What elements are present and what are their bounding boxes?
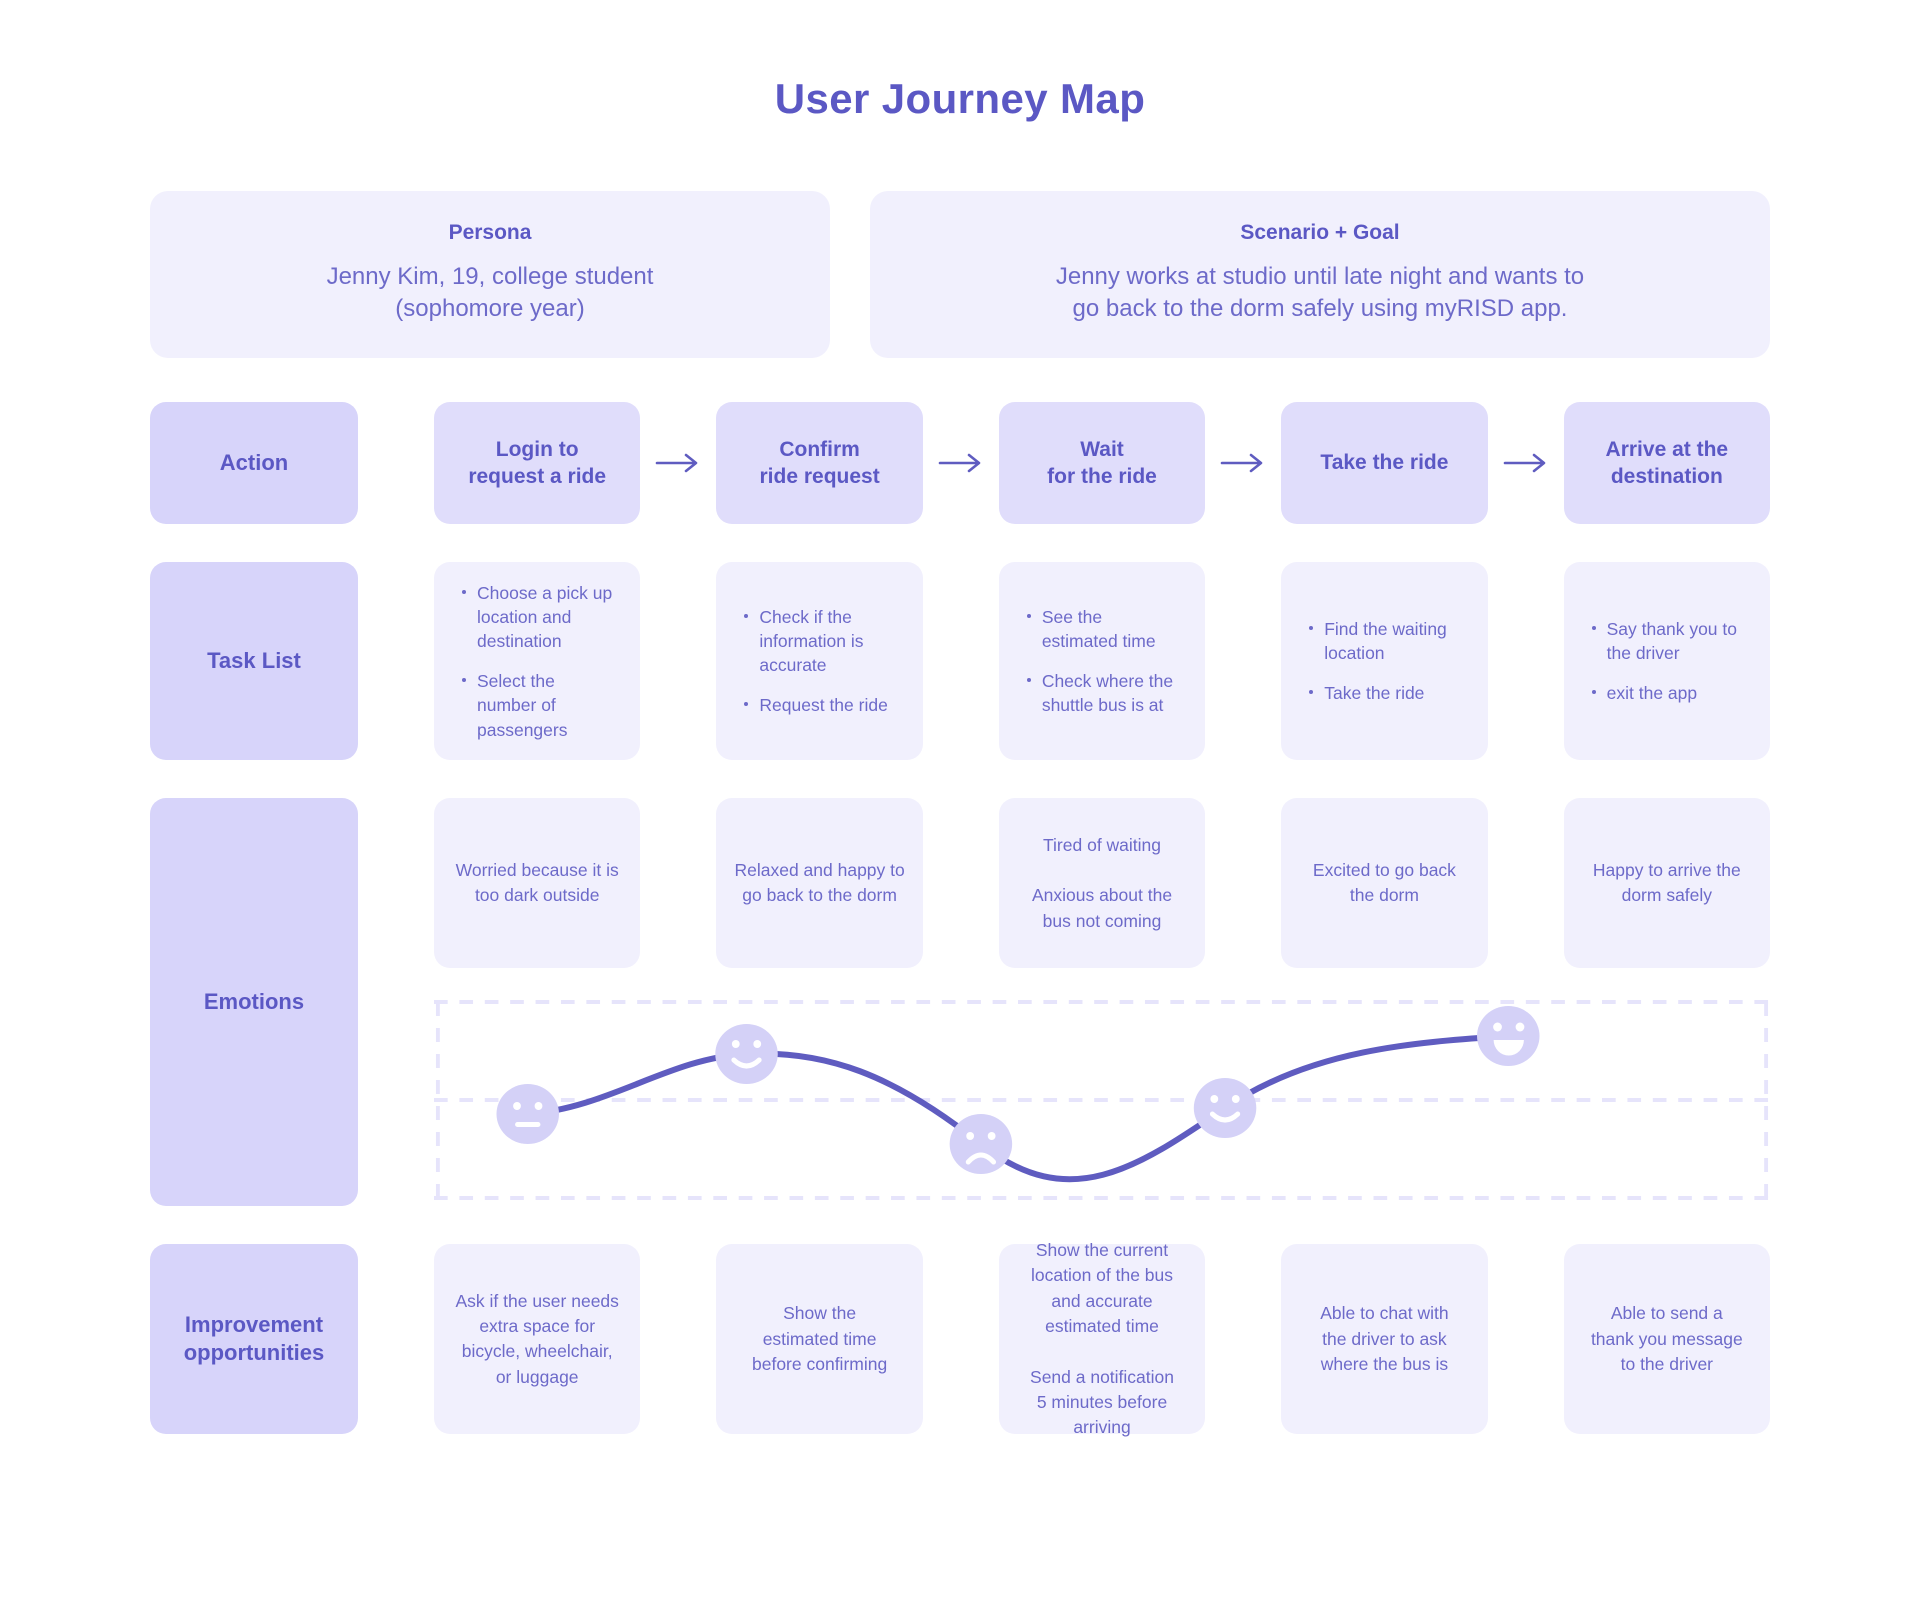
list-item: Find the waiting location — [1307, 617, 1461, 665]
arrow-right-icon — [923, 402, 999, 524]
list-item: See the estimated time — [1025, 605, 1179, 653]
spacer — [923, 1244, 999, 1434]
emotions-row: Emotions Worried because it is too dark … — [150, 798, 1771, 1207]
task-bullets-5: Say thank you to the driver exit the app — [1590, 617, 1744, 705]
emotion-cell-4: Excited to go back the dorm — [1281, 798, 1488, 969]
action-cell-3[interactable]: Wait for the ride — [998, 402, 1206, 525]
emotion-cell-1: Worried because it is too dark outside — [434, 798, 641, 969]
arrow-right-icon — [1488, 402, 1564, 524]
scenario-card: Scenario + Goal Jenny works at studio un… — [870, 191, 1770, 359]
task-bullets-3: See the estimated time Check where the s… — [1025, 605, 1179, 718]
task-bullets-4: Find the waiting location Take the ride — [1307, 617, 1461, 705]
persona-body: Jenny Kim, 19, college student (sophomor… — [326, 263, 654, 322]
row-label-emotions: Emotions — [150, 798, 358, 1207]
scenario-body: Jenny works at studio until late night a… — [1055, 263, 1585, 322]
list-item: Choose a pick up location and destinatio… — [460, 581, 614, 653]
action-row: Action Login to request a ride Confirm r… — [150, 402, 1771, 525]
list-item: Check where the shuttle bus is at — [1025, 669, 1179, 717]
improvement-cell-4: Able to chat with the driver to ask wher… — [1281, 1244, 1488, 1435]
sad-face-icon — [949, 1114, 1013, 1175]
task-cell-3: See the estimated time Check where the s… — [998, 562, 1206, 761]
improvement-cell-3: Show the current location of the bus and… — [998, 1240, 1206, 1437]
spacer — [923, 798, 999, 968]
action-cell-4[interactable]: Take the ride — [1281, 402, 1488, 525]
action-cell-2[interactable]: Confirm ride request — [716, 402, 923, 525]
list-item: Check if the information is accurate — [742, 605, 896, 677]
emotion-cell-3: Tired of waiting Anxious about the bus n… — [998, 798, 1206, 969]
smiling-face-icon — [1193, 1078, 1257, 1139]
row-label-action: Action — [150, 402, 358, 525]
neutral-face-icon — [496, 1084, 560, 1145]
smiling-face-icon — [715, 1024, 778, 1085]
emotion-curve-svg — [434, 1000, 1770, 1201]
laughing-face-icon — [1477, 1006, 1540, 1067]
task-cell-2: Check if the information is accurate Req… — [716, 562, 923, 761]
dashed-grid — [434, 1000, 1770, 1201]
list-item: Say thank you to the driver — [1590, 617, 1744, 665]
spacer — [640, 1244, 716, 1434]
emotion-curve-chart — [434, 996, 1770, 1206]
task-list-row: Task List Choose a pick up location and … — [150, 562, 1771, 761]
emotion-cell-5: Happy to arrive the dorm safely — [1563, 798, 1771, 969]
spacer — [640, 562, 716, 760]
list-item: Select the number of passengers — [460, 669, 614, 741]
context-row: Persona Jenny Kim, 19, college student (… — [150, 191, 1770, 359]
task-cell-4: Find the waiting location Take the ride — [1281, 562, 1488, 761]
emotion-cell-2: Relaxed and happy to go back to the dorm — [716, 798, 923, 969]
spacer — [1488, 1244, 1564, 1434]
task-bullets-1: Choose a pick up location and destinatio… — [460, 581, 614, 742]
list-item: exit the app — [1590, 681, 1744, 705]
action-cell-1[interactable]: Login to request a ride — [434, 402, 641, 525]
task-cell-1: Choose a pick up location and destinatio… — [434, 562, 641, 761]
spacer — [1488, 798, 1564, 968]
spacer — [640, 798, 716, 968]
spacer — [1488, 562, 1564, 760]
spacer — [923, 562, 999, 760]
task-cell-5: Say thank you to the driver exit the app — [1563, 562, 1771, 761]
emotion-face-markers — [496, 1006, 1540, 1175]
persona-heading: Persona — [448, 221, 532, 244]
persona-card: Persona Jenny Kim, 19, college student (… — [150, 191, 830, 359]
improvement-cell-5: Able to send a thank you message to the … — [1563, 1244, 1771, 1435]
task-bullets-2: Check if the information is accurate Req… — [742, 605, 896, 718]
page-title: User Journey Map — [774, 75, 1146, 122]
row-label-task-list: Task List — [150, 562, 358, 761]
list-item: Request the ride — [742, 693, 896, 717]
emotions-content: Worried because it is too dark outside R… — [358, 798, 1771, 1206]
action-cell-5[interactable]: Arrive at the destination — [1563, 402, 1771, 525]
spacer — [1205, 1244, 1281, 1434]
improvement-cell-2: Show the estimated time before confirmin… — [716, 1244, 923, 1435]
spacer — [1205, 798, 1281, 968]
improvement-row: Improvement opportunities Ask if the use… — [150, 1240, 1771, 1437]
spacer — [1205, 562, 1281, 760]
scenario-heading: Scenario + Goal — [1240, 221, 1400, 244]
improvement-columns: Ask if the user needs extra space for bi… — [358, 1240, 1771, 1437]
action-columns: Login to request a ride Confirm ride req… — [358, 402, 1771, 525]
list-item: Take the ride — [1307, 681, 1461, 705]
arrow-right-icon — [640, 402, 716, 524]
arrow-right-icon — [1205, 402, 1281, 524]
task-list-columns: Choose a pick up location and destinatio… — [358, 562, 1771, 761]
emotion-text-columns: Worried because it is too dark outside R… — [434, 798, 1771, 969]
improvement-cell-1: Ask if the user needs extra space for bi… — [434, 1244, 641, 1435]
row-label-improvement: Improvement opportunities — [150, 1244, 358, 1435]
